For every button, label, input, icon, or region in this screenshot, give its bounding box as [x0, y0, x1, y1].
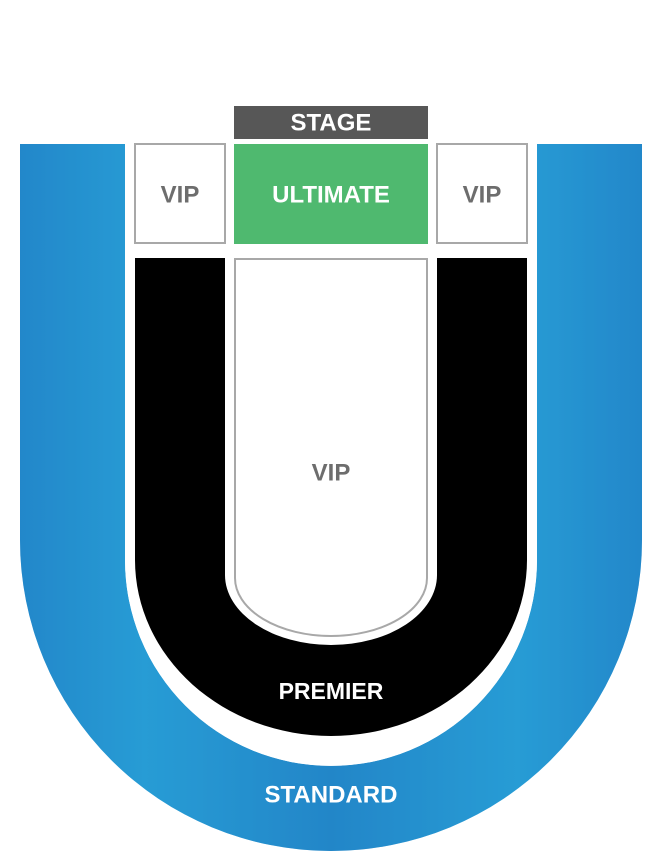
section-vip-center[interactable]: VIP — [234, 258, 428, 637]
standard-label: STANDARD — [265, 782, 398, 809]
stage-label: STAGE — [291, 110, 372, 137]
section-ultimate[interactable]: ULTIMATE — [234, 144, 428, 244]
ultimate-label: ULTIMATE — [272, 182, 390, 209]
section-premier[interactable]: PREMIER — [135, 258, 527, 736]
vip-right-label: VIP — [463, 182, 502, 209]
vip-left-label: VIP — [161, 182, 200, 209]
premier-label: PREMIER — [279, 678, 384, 704]
section-vip-left[interactable]: VIP — [134, 143, 226, 244]
stage: STAGE — [234, 106, 428, 139]
section-standard[interactable]: STANDARD — [20, 144, 642, 851]
vip-center-label: VIP — [312, 460, 351, 487]
section-vip-right[interactable]: VIP — [436, 143, 528, 244]
